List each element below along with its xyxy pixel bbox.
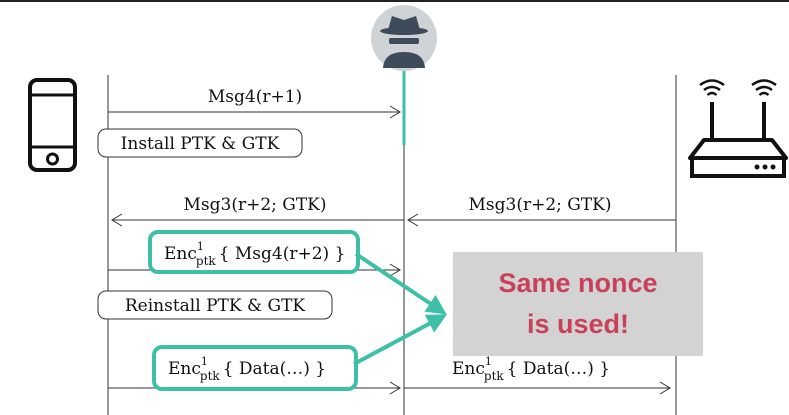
same-nonce-callout: Same nonce is used! (453, 252, 703, 356)
callout-line-1: Same nonce (498, 268, 657, 298)
enc-data-highlight (152, 345, 358, 391)
install-label: Install PTK & GTK (121, 134, 280, 154)
enc-msg4-highlight (148, 230, 360, 274)
msg4-label: Msg4(r+1) (208, 87, 302, 107)
install-box (97, 128, 303, 158)
reinstall-box (97, 290, 333, 320)
callout-line-2: is used! (527, 309, 629, 339)
smartphone-icon (28, 78, 77, 172)
callout-connector-top (354, 252, 447, 315)
callout-connector-bottom (353, 314, 448, 366)
msg3-right-label: Msg3(r+2; GTK) (468, 195, 611, 215)
spy-icon (371, 5, 437, 71)
router-icon (688, 79, 788, 178)
reinstall-label: Reinstall PTK & GTK (125, 296, 306, 316)
msg3-left-label: Msg3(r+2; GTK) (183, 195, 326, 215)
